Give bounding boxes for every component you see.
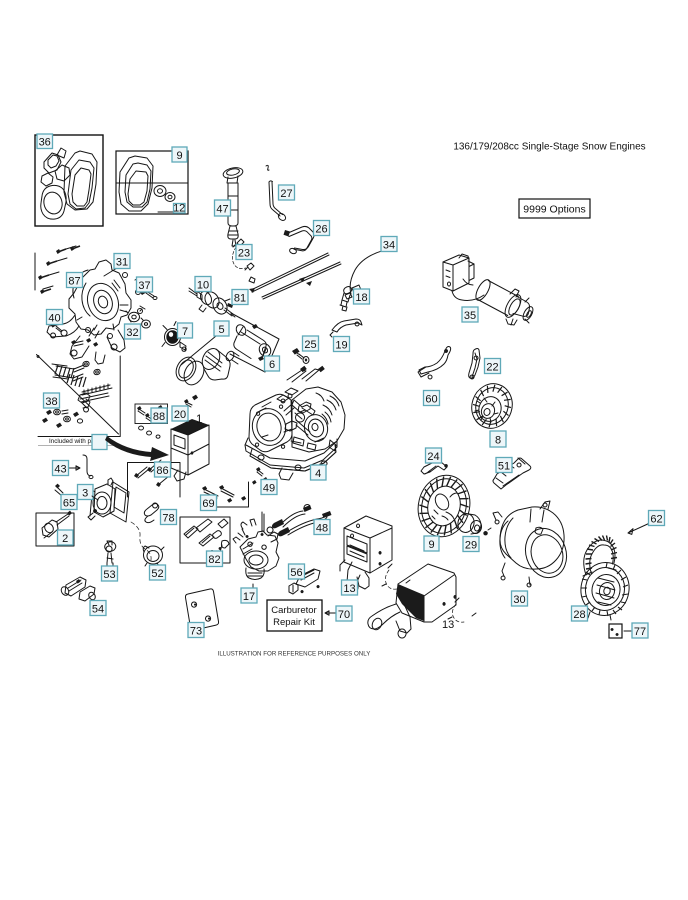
svg-text:27: 27 (280, 188, 292, 200)
svg-text:65: 65 (63, 497, 75, 509)
svg-text:28: 28 (573, 609, 585, 621)
svg-text:60: 60 (425, 393, 437, 405)
svg-text:3: 3 (82, 487, 88, 499)
svg-text:Repair Kit: Repair Kit (273, 617, 315, 628)
svg-text:82: 82 (208, 554, 220, 566)
svg-text:86: 86 (156, 465, 168, 477)
svg-text:1: 1 (196, 414, 202, 426)
svg-text:38: 38 (45, 396, 57, 408)
svg-text:70: 70 (338, 609, 350, 621)
svg-text:Included with part #1: Included with part #1 (49, 438, 108, 445)
svg-text:13: 13 (343, 583, 355, 595)
svg-text:47: 47 (216, 203, 228, 215)
svg-text:54: 54 (92, 603, 104, 615)
svg-text:9: 9 (428, 539, 434, 551)
svg-text:4: 4 (315, 468, 321, 480)
svg-text:23: 23 (238, 247, 250, 259)
svg-text:87: 87 (68, 275, 80, 287)
svg-text:Carburetor: Carburetor (271, 605, 316, 616)
svg-text:51: 51 (498, 460, 510, 472)
svg-text:34: 34 (383, 239, 395, 251)
svg-text:8: 8 (495, 434, 501, 446)
svg-text:53: 53 (103, 569, 115, 581)
svg-text:7: 7 (182, 326, 188, 338)
svg-text:35: 35 (464, 310, 476, 322)
svg-text:19: 19 (335, 339, 347, 351)
svg-text:36: 36 (39, 137, 51, 149)
svg-text:9: 9 (176, 150, 182, 162)
svg-text:136/179/208cc Single-Stage Sno: 136/179/208cc Single-Stage Snow Engines (453, 142, 645, 153)
svg-text:20: 20 (174, 409, 186, 421)
svg-text:73: 73 (190, 625, 202, 637)
svg-text:62: 62 (650, 513, 662, 525)
svg-text:26: 26 (315, 223, 327, 235)
svg-text:2: 2 (62, 533, 68, 545)
svg-text:56: 56 (290, 567, 302, 579)
svg-text:10: 10 (197, 279, 209, 291)
svg-text:49: 49 (263, 482, 275, 494)
svg-text:12: 12 (173, 202, 185, 214)
svg-text:32: 32 (126, 327, 138, 339)
svg-text:52: 52 (151, 568, 163, 580)
svg-text:5: 5 (218, 324, 224, 336)
svg-text:37: 37 (138, 280, 150, 292)
svg-text:9999 Options: 9999 Options (523, 204, 585, 216)
svg-text:ILLUSTRATION FOR REFERENCE PUR: ILLUSTRATION FOR REFERENCE PURPOSES ONLY (218, 651, 371, 658)
svg-text:77: 77 (634, 626, 646, 638)
svg-text:29: 29 (465, 539, 477, 551)
svg-text:69: 69 (202, 498, 214, 510)
svg-text:30: 30 (513, 594, 525, 606)
svg-text:40: 40 (48, 312, 60, 324)
svg-text:17: 17 (243, 591, 255, 603)
svg-text:6: 6 (269, 359, 275, 371)
svg-text:31: 31 (116, 256, 128, 268)
svg-text:22: 22 (486, 361, 498, 373)
svg-text:81: 81 (234, 292, 246, 304)
svg-text:24: 24 (427, 451, 439, 463)
svg-text:43: 43 (54, 463, 66, 475)
svg-text:48: 48 (316, 522, 328, 534)
svg-text:13: 13 (442, 619, 454, 631)
svg-text:25: 25 (304, 339, 316, 351)
svg-text:78: 78 (162, 512, 174, 524)
svg-text:18: 18 (355, 292, 367, 304)
svg-text:88: 88 (153, 411, 165, 423)
